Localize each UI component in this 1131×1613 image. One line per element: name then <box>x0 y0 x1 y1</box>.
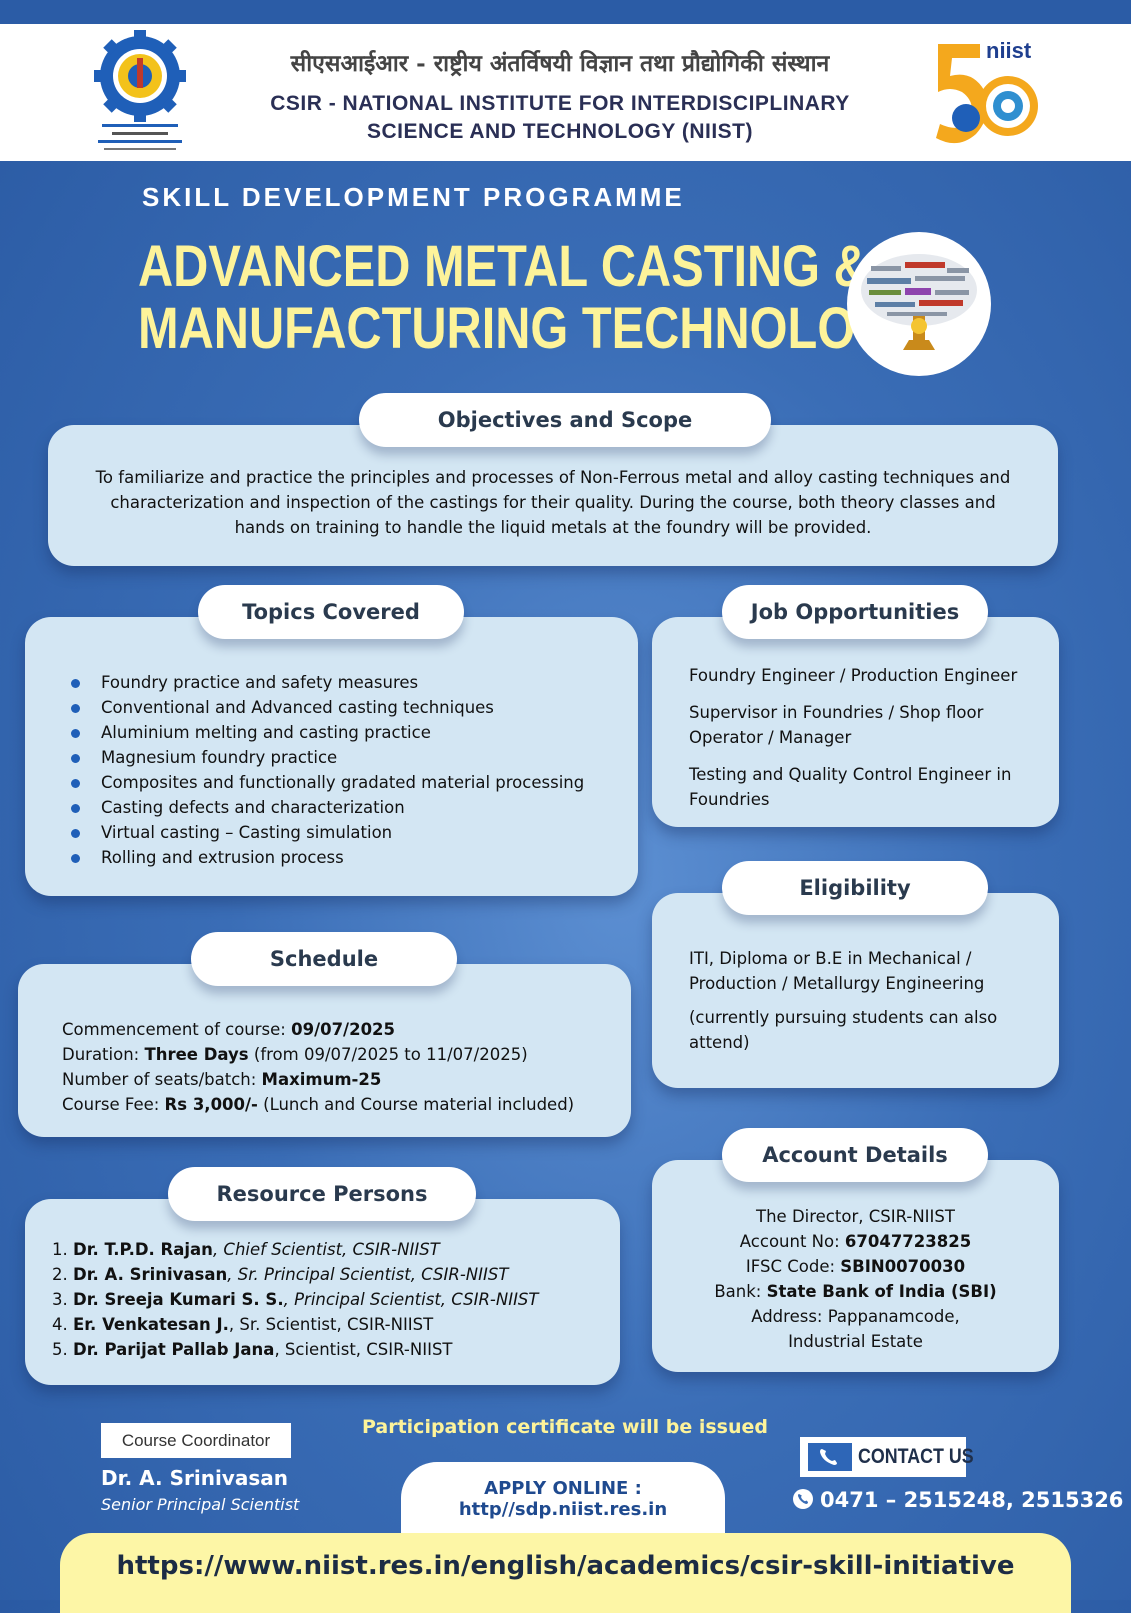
account-address-line1: Address: Pappanamcode, <box>751 1307 960 1326</box>
account-card: The Director, CSIR-NIIST Account No: 670… <box>652 1160 1059 1372</box>
csir-logo-icon <box>94 30 186 150</box>
objectives-text: To familiarize and practice the principl… <box>95 468 1011 537</box>
apply-online-box[interactable]: APPLY ONLINE : http//sdp.niist.res.in <box>401 1462 725 1542</box>
list-item: Foundry Engineer / Production Engineer <box>689 666 1018 685</box>
list-item: 3. Dr. Sreeja Kumari S. S., Principal Sc… <box>52 1290 539 1309</box>
schedule-commencement: Commencement of course: 09/07/2025 <box>62 1020 396 1039</box>
jobs-card: Foundry Engineer / Production Engineer S… <box>652 617 1059 827</box>
coordinator-name: Dr. A. Srinivasan <box>101 1466 288 1490</box>
list-item: Supervisor in Foundries / Shop floor Ope… <box>689 703 984 747</box>
objectives-card: To familiarize and practice the principl… <box>48 425 1058 566</box>
phone-icon <box>808 1443 852 1471</box>
account-ifsc: IFSC Code: SBIN0070030 <box>745 1257 966 1276</box>
institute-name-line1: CSIR - NATIONAL INSTITUTE FOR INTERDISCI… <box>270 92 850 115</box>
account-heading: Account Details <box>722 1128 988 1182</box>
list-item: 2. Dr. A. Srinivasan, Sr. Principal Scie… <box>52 1265 509 1284</box>
account-payee: The Director, CSIR-NIIST <box>756 1207 955 1226</box>
programme-label: SKILL DEVELOPMENT PROGRAMME <box>142 182 685 212</box>
list-item: Aluminium melting and casting practice <box>69 720 629 745</box>
resource-card: 1. Dr. T.P.D. Rajan, Chief Scientist, CS… <box>25 1199 620 1385</box>
topics-card: Foundry practice and safety measures Con… <box>25 617 638 896</box>
jobs-heading: Job Opportunities <box>722 585 988 639</box>
niist-50-logo-icon: niist <box>936 38 1038 144</box>
apply-online-label: APPLY ONLINE : <box>484 1478 642 1499</box>
programme-title-line1: ADVANCED METAL CASTING & <box>138 234 869 299</box>
svg-text:niist: niist <box>986 38 1032 63</box>
list-item: 4. Er. Venkatesan J., Sr. Scientist, CSI… <box>52 1315 434 1334</box>
account-bank: Bank: State Bank of India (SBI) <box>714 1282 997 1301</box>
tree-word-cloud-icon <box>847 232 991 376</box>
eligibility-text: ITI, Diploma or B.E in Mechanical / Prod… <box>689 949 985 993</box>
account-address-line2: Industrial Estate <box>788 1332 923 1351</box>
list-item: Virtual casting – Casting simulation <box>69 820 629 845</box>
hindi-institute-name: सीएसआईआर - राष्ट्रीय अंतर्विषयी विज्ञान … <box>290 50 830 77</box>
eligibility-heading: Eligibility <box>722 861 988 915</box>
contact-us-badge: CONTACT US <box>800 1437 974 1477</box>
contact-phone: 0471 – 2515248, 2515326 <box>792 1488 1123 1512</box>
coordinator-label: Course Coordinator <box>101 1423 291 1458</box>
account-number: Account No: 67047723825 <box>739 1232 972 1251</box>
schedule-details: Commencement of course: 09/07/2025 Durat… <box>62 1017 622 1117</box>
institute-name: CSIR - NATIONAL INSTITUTE FOR INTERDISCI… <box>220 90 900 146</box>
programme-title: ADVANCED METAL CASTING & MANUFACTURING T… <box>138 234 972 361</box>
schedule-heading: Schedule <box>191 932 457 986</box>
list-item: Foundry practice and safety measures <box>69 670 629 695</box>
apply-online-link[interactable]: http//sdp.niist.res.in <box>458 1499 668 1520</box>
account-details: The Director, CSIR-NIIST Account No: 670… <box>652 1204 1059 1354</box>
institute-name-line2: SCIENCE AND TECHNOLOGY (NIIST) <box>366 120 754 143</box>
list-item: Casting defects and characterization <box>69 795 629 820</box>
topics-heading: Topics Covered <box>198 585 464 639</box>
list-item: Testing and Quality Control Engineer in … <box>689 765 1012 809</box>
topics-list: Foundry practice and safety measures Con… <box>69 670 629 870</box>
list-item: Conventional and Advanced casting techni… <box>69 695 629 720</box>
list-item: Rolling and extrusion process <box>69 845 629 870</box>
eligibility-card: ITI, Diploma or B.E in Mechanical / Prod… <box>652 893 1059 1088</box>
header: सीएसआईआर - राष्ट्रीय अंतर्विषयी विज्ञान … <box>0 24 1131 161</box>
list-item: 5. Dr. Parijat Pallab Jana, Scientist, C… <box>52 1340 453 1359</box>
coordinator-role: Senior Principal Scientist <box>101 1495 300 1514</box>
list-item: Magnesium foundry practice <box>69 745 629 770</box>
schedule-fee: Course Fee: Rs 3,000/- (Lunch and Course… <box>62 1095 575 1114</box>
schedule-card: Commencement of course: 09/07/2025 Durat… <box>18 964 631 1137</box>
list-item: 1. Dr. T.P.D. Rajan, Chief Scientist, CS… <box>52 1240 440 1259</box>
certificate-note: Participation certificate will be issued <box>361 1416 768 1438</box>
top-bar <box>0 0 1131 24</box>
schedule-duration: Duration: Three Days (from 09/07/2025 to… <box>62 1045 528 1064</box>
programme-title-line2: MANUFACTURING TECHNOLOGIES <box>138 296 972 361</box>
list-item: Composites and functionally gradated mat… <box>69 770 629 795</box>
whatsapp-phone-icon <box>793 1489 813 1509</box>
footer-url[interactable]: https://www.niist.res.in/english/academi… <box>60 1533 1071 1613</box>
contact-us-label: CONTACT US <box>858 1445 974 1468</box>
resource-heading: Resource Persons <box>168 1167 476 1221</box>
objectives-heading: Objectives and Scope <box>359 393 771 447</box>
schedule-seats: Number of seats/batch: Maximum-25 <box>62 1070 382 1089</box>
jobs-list: Foundry Engineer / Production Engineer S… <box>689 663 1039 824</box>
eligibility-note: (currently pursuing students can also at… <box>689 1008 998 1052</box>
resource-list: 1. Dr. T.P.D. Rajan, Chief Scientist, CS… <box>52 1237 612 1362</box>
contact-phone-number: 0471 – 2515248, 2515326 <box>820 1488 1124 1512</box>
